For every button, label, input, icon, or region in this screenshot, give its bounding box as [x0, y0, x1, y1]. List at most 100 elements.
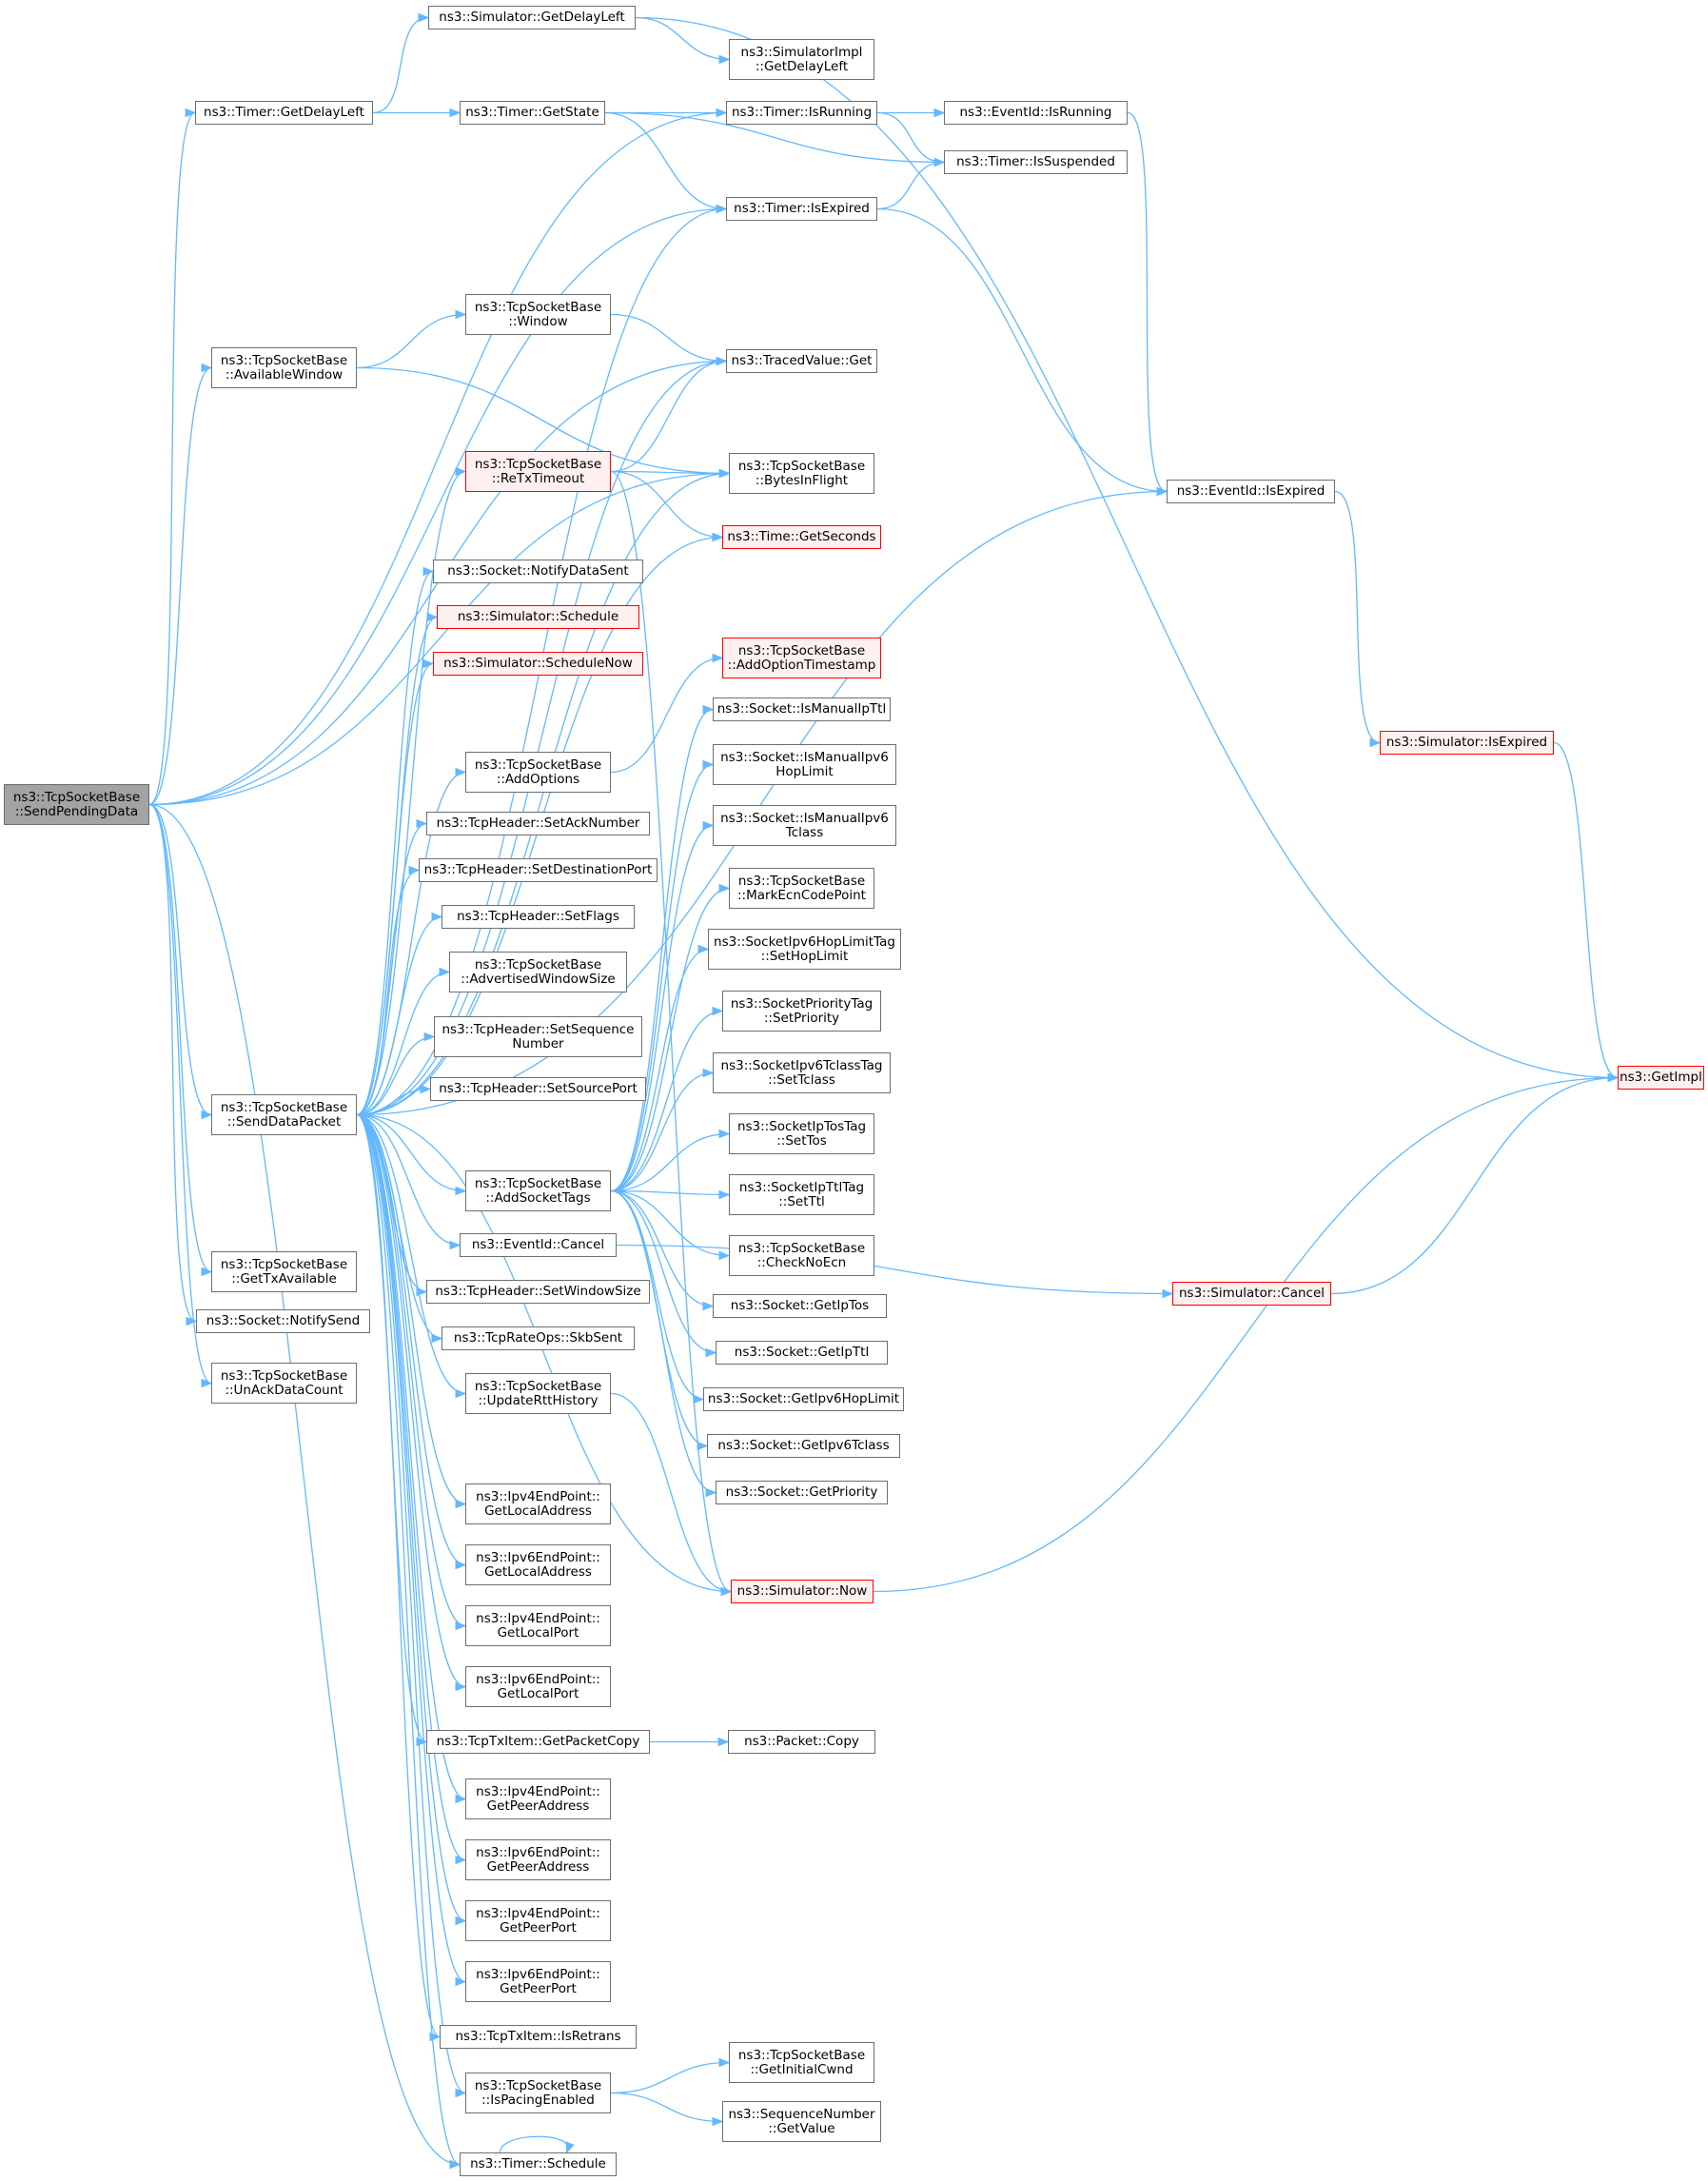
node-g6hl[interactable]: ns3::Socket::GetIpv6HopLimit [703, 1387, 904, 1411]
node-snow[interactable]: ns3::Simulator::Now [731, 1580, 874, 1603]
node-pcopy[interactable]: ns3::Packet::Copy [728, 1730, 875, 1754]
edge-ispace-to-sngv [610, 2092, 723, 2123]
node-sisexp[interactable]: ns3::Simulator::IsExpired [1380, 731, 1554, 755]
node-gdlt[interactable]: ns3::Timer::GetDelayLeft [195, 101, 373, 125]
node-label-line2: GetLocalPort [497, 1685, 579, 1701]
node-gtxa[interactable]: ns3::TcpSocketBase::GetTxAvailable [211, 1251, 357, 1292]
node-stos[interactable]: ns3::SocketIpTosTag::SetTos [729, 1113, 874, 1154]
node-tisrun[interactable]: ns3::Timer::IsRunning [726, 101, 877, 125]
node-ip6pp[interactable]: ns3::Ipv6EndPoint::GetPeerPort [465, 1961, 611, 2002]
node-evisexp[interactable]: ns3::EventId::IsExpired [1167, 480, 1335, 503]
node-label-line1: ns3::SocketIpTtlTag [738, 1179, 865, 1195]
node-ispace[interactable]: ns3::TcpSocketBase::IsPacingEnabled [465, 2073, 611, 2113]
node-label-line2: GetPeerPort [500, 1980, 577, 1996]
node-label-line2: ::ReTxTimeout [491, 470, 585, 486]
node-nsend[interactable]: ns3::Socket::NotifySend [196, 1309, 370, 1333]
node-aopt[interactable]: ns3::TcpSocketBase::AddOptions [465, 752, 611, 793]
node-sdport[interactable]: ns3::TcpHeader::SetDestinationPort [419, 858, 658, 882]
node-tisexp[interactable]: ns3::Timer::IsExpired [726, 197, 877, 221]
node-evcancel[interactable]: ns3::EventId::Cancel [460, 1233, 617, 1257]
node-label-line1: ns3::TcpHeader::SetDestinationPort [423, 862, 653, 877]
edge-arrowhead [423, 1032, 436, 1042]
edge-sdp-to-sschnow [356, 662, 434, 1116]
edge-arrowhead [455, 1560, 467, 1570]
node-label-line1: ns3::SocketPriorityTag [730, 995, 874, 1012]
node-gpc[interactable]: ns3::TcpTxItem::GetPacketCopy [426, 1730, 650, 1754]
node-ssport[interactable]: ns3::TcpHeader::SetSourcePort [430, 1077, 646, 1101]
edge-arrowhead [455, 1186, 467, 1196]
node-win[interactable]: ns3::TcpSocketBase::Window [465, 294, 611, 335]
node-label-line1: ns3::Simulator::GetDelayLeft [439, 10, 625, 25]
node-sschnow[interactable]: ns3::Simulator::ScheduleNow [433, 652, 643, 676]
node-tgs[interactable]: ns3::Timer::GetState [460, 101, 605, 125]
node-label-line2: ::AdvertisedWindowSize [461, 971, 616, 987]
node-gimpl[interactable]: ns3::GetImpl [1618, 1066, 1704, 1090]
node-ip4pa[interactable]: ns3::Ipv4EndPoint::GetPeerAddress [465, 1778, 611, 1819]
node-gttl[interactable]: ns3::Socket::GetIpTtl [716, 1341, 888, 1365]
edge-arrowhead [702, 759, 715, 770]
node-tvget[interactable]: ns3::TracedValue::Get [726, 349, 877, 373]
node-stcl[interactable]: ns3::SocketIpv6TclassTag::SetTclass [713, 1052, 891, 1093]
node-label-line1: ns3::Ipv6EndPoint:: [476, 1966, 600, 1982]
node-evisrun[interactable]: ns3::EventId::IsRunning [944, 101, 1128, 125]
node-nds[interactable]: ns3::Socket::NotifyDataSent [433, 560, 643, 583]
node-scancel[interactable]: ns3::Simulator::Cancel [1172, 1282, 1331, 1306]
node-sgdl[interactable]: ns3::Simulator::GetDelayLeft [428, 6, 636, 29]
edge-tisexp-to-tissusp [876, 161, 945, 210]
node-tgsec[interactable]: ns3::Time::GetSeconds [722, 525, 881, 549]
node-advw[interactable]: ns3::TcpSocketBase::AdvertisedWindowSize [449, 952, 627, 992]
node-label-line1: ns3::TcpSocketBase [737, 458, 866, 474]
node-ip6lp[interactable]: ns3::Ipv6EndPoint::GetLocalPort [465, 1666, 611, 1707]
node-sflags[interactable]: ns3::TcpHeader::SetFlags [442, 905, 635, 929]
node-sngv[interactable]: ns3::SequenceNumber::GetValue [722, 2101, 881, 2142]
edge-sdp-to-tvget [356, 360, 727, 1116]
node-bif[interactable]: ns3::TcpSocketBase::BytesInFlight [729, 453, 874, 494]
node-ip6pa[interactable]: ns3::Ipv6EndPoint::GetPeerAddress [465, 1839, 611, 1880]
node-rtx[interactable]: ns3::TcpSocketBase::ReTxTimeout [465, 451, 611, 492]
node-ssched[interactable]: ns3::Simulator::Schedule [437, 605, 639, 629]
node-ip4lp[interactable]: ns3::Ipv4EndPoint::GetLocalPort [465, 1605, 611, 1646]
node-gicw[interactable]: ns3::TcpSocketBase::GetInitialCwnd [729, 2042, 874, 2083]
node-gprio[interactable]: ns3::Socket::GetPriority [716, 1481, 888, 1504]
node-urtt[interactable]: ns3::TcpSocketBase::UpdateRttHistory [465, 1373, 611, 1414]
node-ip4la[interactable]: ns3::Ipv4EndPoint::GetLocalAddress [465, 1483, 611, 1524]
node-g6tc[interactable]: ns3::Socket::GetIpv6Tclass [707, 1434, 900, 1458]
node-label-line2: ::AddOptions [496, 771, 580, 787]
node-simpl[interactable]: ns3::SimulatorImpl::GetDelayLeft [729, 39, 874, 80]
node-mecn[interactable]: ns3::TcpSocketBase::MarkEcnCodePoint [729, 868, 874, 909]
node-gtos[interactable]: ns3::Socket::GetIpTos [713, 1294, 887, 1318]
node-sdp[interactable]: ns3::TcpSocketBase::SendDataPacket [211, 1094, 357, 1135]
node-unack[interactable]: ns3::TcpSocketBase::UnAckDataCount [211, 1363, 357, 1404]
node-label-line1: ns3::Ipv4EndPoint:: [476, 1905, 600, 1921]
edge-arrowhead [705, 1487, 717, 1498]
node-skb[interactable]: ns3::TcpRateOps::SkbSent [442, 1326, 635, 1350]
edge-tisrun-to-tissusp [876, 111, 945, 164]
node-label-line2: ::GetDelayLeft [755, 58, 849, 74]
node-ast[interactable]: ns3::TcpSocketBase::AddSocketTags [465, 1170, 611, 1211]
edge-sdp-to-sack [356, 822, 427, 1116]
node-atw[interactable]: ns3::TcpSocketBase::AvailableWindow [211, 347, 357, 388]
node-sack[interactable]: ns3::TcpHeader::SetAckNumber [426, 812, 650, 835]
node-imttl[interactable]: ns3::Socket::IsManualIpTtl [713, 698, 891, 721]
node-ip4pp[interactable]: ns3::Ipv4EndPoint::GetPeerPort [465, 1900, 611, 1941]
node-cnoecn[interactable]: ns3::TcpSocketBase::CheckNoEcn [729, 1235, 874, 1276]
node-isretr[interactable]: ns3::TcpTxItem::IsRetrans [440, 2025, 637, 2049]
edge-arrowhead [933, 157, 946, 167]
edge-arrowhead [416, 818, 428, 829]
node-label-line1: ns3::Time::GetSeconds [727, 529, 876, 544]
node-aots[interactable]: ns3::TcpSocketBase::AddOptionTimestamp [722, 638, 881, 678]
node-sttl[interactable]: ns3::SocketIpTtlTag::SetTtl [729, 1174, 874, 1215]
node-tissusp[interactable]: ns3::Timer::IsSuspended [944, 150, 1128, 174]
node-label-line1: ns3::Socket::GetIpTtl [734, 1345, 870, 1360]
node-sprio[interactable]: ns3::SocketPriorityTag::SetPriority [722, 991, 881, 1032]
node-swin[interactable]: ns3::TcpHeader::SetWindowSize [426, 1280, 650, 1304]
node-tsched[interactable]: ns3::Timer::Schedule [460, 2152, 617, 2176]
node-label-line2: ::IsPacingEnabled [481, 2092, 595, 2108]
node-ip6la[interactable]: ns3::Ipv6EndPoint::GetLocalAddress [465, 1544, 611, 1585]
node-shl[interactable]: ns3::SocketIpv6HopLimitTag::SetHopLimit [708, 929, 901, 970]
edge-sdp-to-ssport [356, 1088, 431, 1116]
edge-ispace-to-gicw [610, 2061, 730, 2094]
